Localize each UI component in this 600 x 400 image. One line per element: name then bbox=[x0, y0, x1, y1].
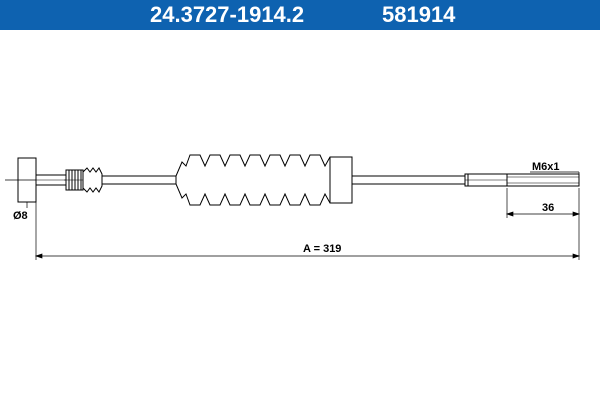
overall-length-label: A = 319 bbox=[303, 243, 341, 255]
diameter-label: Ø8 bbox=[13, 210, 28, 222]
threaded-end bbox=[464, 173, 580, 187]
reference-number: 581914 bbox=[382, 2, 456, 27]
thread-label: M6x1 bbox=[532, 161, 560, 173]
dim-36-lines bbox=[505, 188, 581, 218]
left-rod bbox=[35, 174, 67, 186]
title-bar: 24.3727-1914.2 581914 bbox=[0, 0, 600, 30]
cable-left-section bbox=[102, 175, 180, 185]
large-boot bbox=[175, 154, 353, 206]
left-end-cap bbox=[5, 157, 40, 203]
dim-overall-lines bbox=[34, 202, 581, 260]
left-adjuster bbox=[64, 169, 86, 191]
thread-length-label: 36 bbox=[542, 202, 554, 214]
part-number: 24.3727-1914.2 bbox=[150, 2, 305, 27]
thread-leader bbox=[530, 171, 580, 176]
small-boot bbox=[82, 167, 103, 193]
cable-right-section bbox=[352, 175, 465, 185]
